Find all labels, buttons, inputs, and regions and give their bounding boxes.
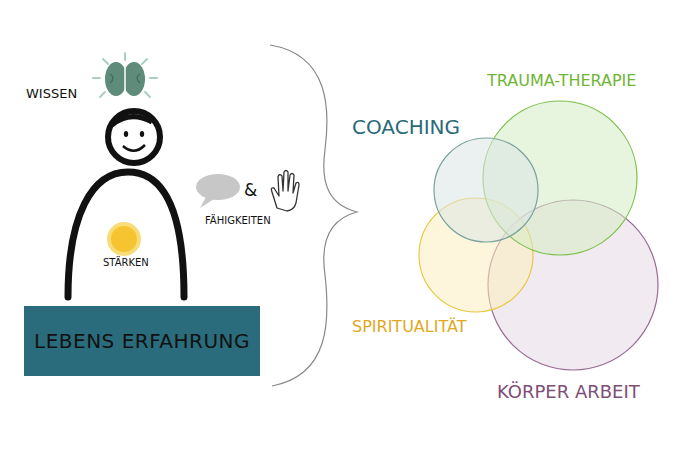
knowledge-label: WISSEN <box>26 87 77 101</box>
skills-label: FÄHIGKEITEN <box>205 215 271 226</box>
circle-heading: SPIRITUALITÄT <box>352 318 466 336</box>
circle-heading: KÖRPER ARBEIT <box>497 382 640 402</box>
sun-icon <box>109 224 139 254</box>
ampersand: & <box>244 181 257 200</box>
circle-shape <box>433 137 539 243</box>
hand-icon <box>271 171 299 212</box>
strengths-label: STÄRKEN <box>103 257 149 268</box>
brain-icon <box>93 53 157 97</box>
speech-bubble <box>196 174 240 208</box>
box-label: LEBENS ERFAHRUNG <box>34 330 250 352</box>
circle-heading: TRAUMA-THERAPIE <box>487 72 636 90</box>
experience-box: LEBENS ERFAHRUNG <box>24 306 260 376</box>
topic-circle: COACHING <box>433 137 539 243</box>
circle-heading: COACHING <box>352 116 460 138</box>
stick-figure <box>68 111 184 297</box>
curly-brace <box>270 45 357 386</box>
